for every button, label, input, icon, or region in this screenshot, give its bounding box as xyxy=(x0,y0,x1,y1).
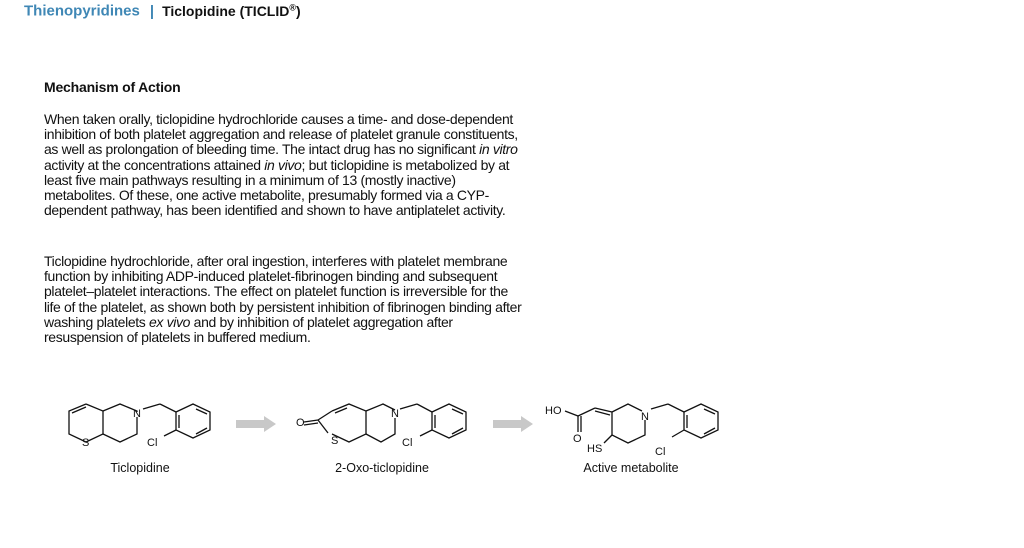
drug-name: Ticlopidine (TICLID xyxy=(162,2,290,19)
header-separator: | xyxy=(149,2,155,20)
drug-close: ) xyxy=(296,2,301,19)
o-oxygen-label: O xyxy=(296,417,305,429)
caption-active-metabolite: Active metabolite xyxy=(583,461,679,475)
page-header: Thienopyridines | Ticlopidine (TICLID®) xyxy=(24,2,301,20)
trademark-symbol: ® xyxy=(289,2,296,12)
m-chlorine-label: Cl xyxy=(655,446,665,458)
p1-italic-in-vivo: in vivo xyxy=(264,156,302,173)
drug-title: Ticlopidine (TICLID®) xyxy=(162,2,301,19)
o-nitrogen-label: N xyxy=(391,408,399,420)
metabolism-figure: S N Cl O S N Cl HO O N HS Cl xyxy=(0,390,1024,490)
section-title: Thienopyridines xyxy=(24,2,140,20)
p1-text-c: ; but ticlopidine is metabolized by at l… xyxy=(44,156,510,219)
p2-italic-ex-vivo: ex vivo xyxy=(149,313,191,330)
o-chlorine-label: Cl xyxy=(402,437,412,449)
oxo-ticlopidine-structure xyxy=(303,403,467,443)
ticlopidine-structure xyxy=(68,403,211,443)
m-oxygen-label: O xyxy=(573,433,582,445)
reaction-arrow-1 xyxy=(236,416,276,432)
t-nitrogen-label: N xyxy=(133,408,141,420)
t-sulfur-label: S xyxy=(82,437,89,449)
p1-text-b: activity at the concentrations attained xyxy=(44,156,265,173)
paragraph-2: Ticlopidine hydrochloride, after oral in… xyxy=(44,253,524,346)
caption-ticlopidine: Ticlopidine xyxy=(110,461,170,475)
caption-oxo-ticlopidine: 2-Oxo-ticlopidine xyxy=(335,461,429,475)
p2-text-a: Ticlopidine hydrochloride, after oral in… xyxy=(44,253,522,330)
structures-svg: S N Cl O S N Cl HO O N HS Cl xyxy=(68,403,719,458)
m-thiol-label: HS xyxy=(587,443,602,455)
o-sulfur-label: S xyxy=(331,435,338,447)
section-heading: Mechanism of Action xyxy=(44,79,181,95)
p1-italic-in-vitro: in vitro xyxy=(479,141,518,158)
reaction-arrow-2 xyxy=(493,416,533,432)
m-nitrogen-label: N xyxy=(641,411,649,423)
m-hydroxyl-label: HO xyxy=(545,405,562,417)
p1-text-a: When taken orally, ticlopidine hydrochlo… xyxy=(44,111,518,158)
p2-text-b: and by inhibition of platelet aggregatio… xyxy=(44,313,453,346)
t-chlorine-label: Cl xyxy=(147,437,157,449)
paragraph-1: When taken orally, ticlopidine hydrochlo… xyxy=(44,111,524,219)
active-metabolite-structure xyxy=(564,403,719,444)
